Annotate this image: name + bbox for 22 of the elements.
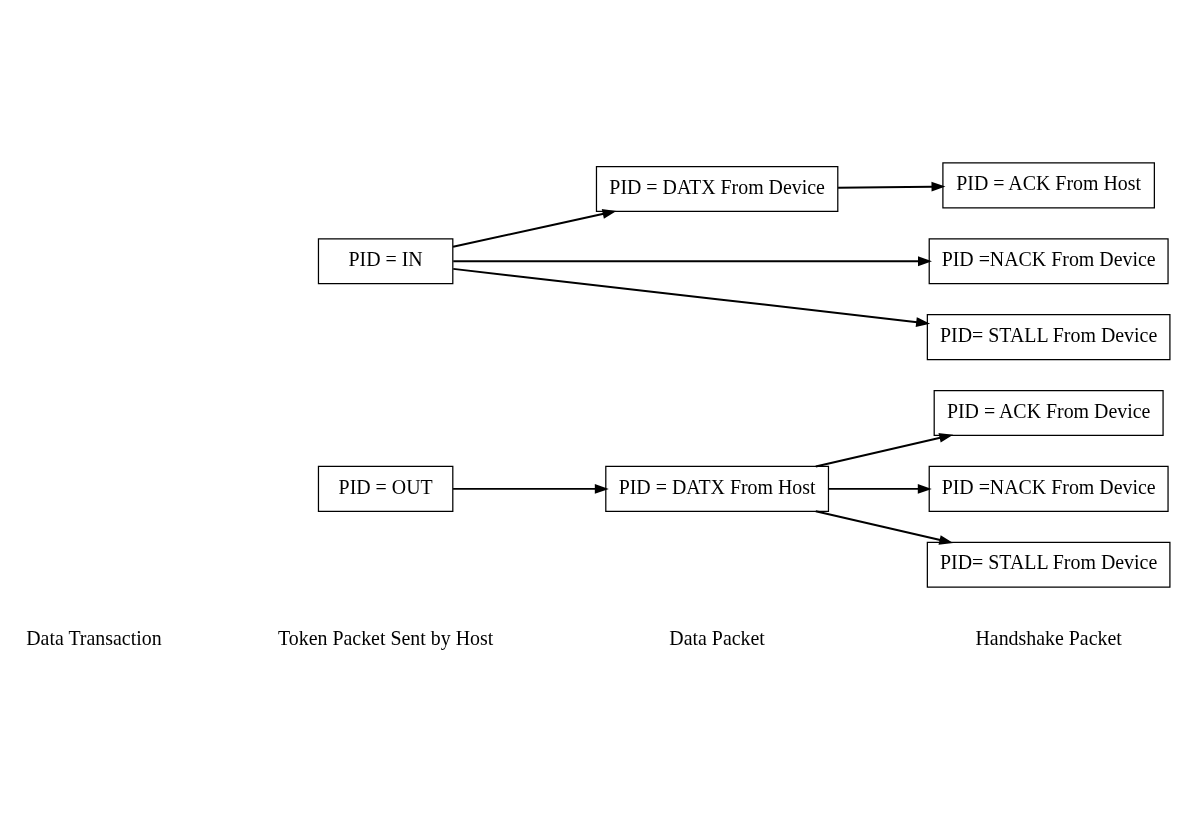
arrow bbox=[814, 433, 954, 468]
node-box: PID = ACK From Device bbox=[933, 390, 1164, 436]
node-box: PID = DATX From Device bbox=[595, 166, 839, 213]
node-box: PID = IN bbox=[317, 238, 454, 285]
arrow bbox=[827, 484, 932, 494]
label: Data Packet bbox=[669, 627, 765, 650]
node-box: PID= STALL From Device bbox=[926, 541, 1171, 588]
node-box: PID = OUT bbox=[317, 465, 454, 512]
node-box: PID = ACK From Host bbox=[942, 162, 1155, 209]
arrow bbox=[814, 510, 954, 545]
node-box: PID = DATX From Host bbox=[605, 465, 830, 512]
node-box: PID= STALL From Device bbox=[926, 314, 1171, 361]
arrow bbox=[452, 267, 931, 327]
label: Token Packet Sent by Host bbox=[278, 627, 494, 650]
node-box: PID =NACK From Device bbox=[928, 238, 1169, 285]
arrow bbox=[452, 256, 932, 267]
arrow bbox=[837, 181, 946, 192]
arrow bbox=[452, 209, 617, 248]
label: Data Transaction bbox=[26, 627, 162, 650]
node-box: PID =NACK From Device bbox=[928, 465, 1169, 512]
label: Handshake Packet bbox=[975, 627, 1122, 650]
arrow bbox=[452, 484, 609, 494]
